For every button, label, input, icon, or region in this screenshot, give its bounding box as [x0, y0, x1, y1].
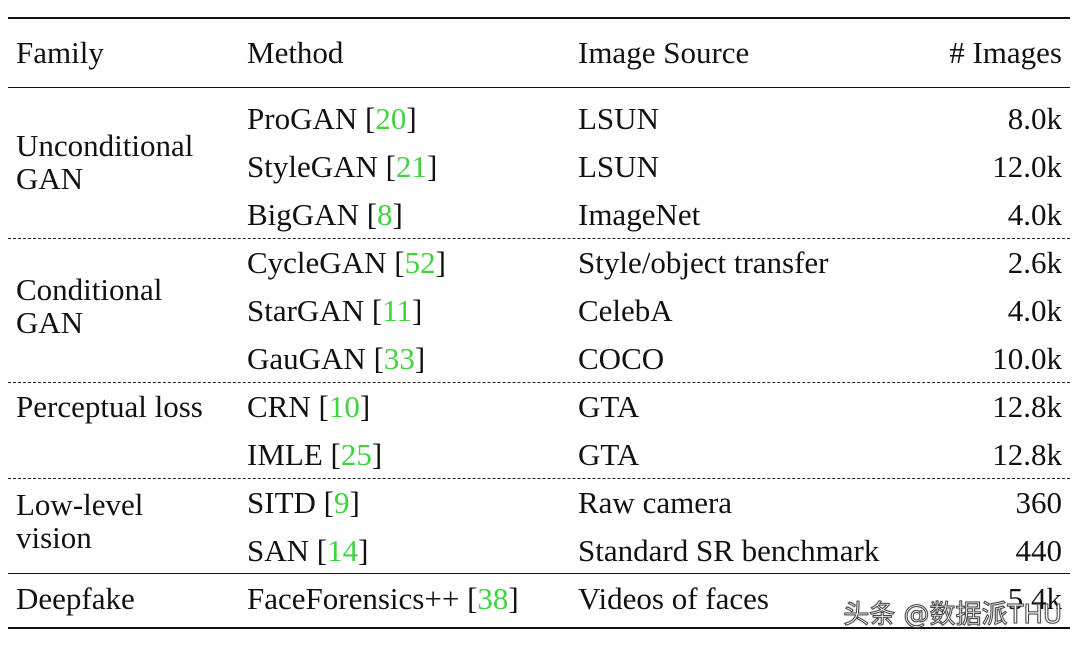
- citation-link[interactable]: 8: [377, 197, 393, 232]
- method-cell: SAN [14]: [247, 533, 369, 568]
- method-name: CycleGAN: [247, 245, 387, 280]
- image-count-cell: 5.4k: [1007, 581, 1062, 616]
- image-count-cell: 2.6k: [1007, 245, 1062, 280]
- source-cell: GTA: [578, 389, 640, 424]
- header-method: Method: [247, 35, 344, 70]
- citation-link[interactable]: 10: [328, 389, 360, 424]
- image-count-cell: 10.0k: [992, 341, 1062, 376]
- citation-link[interactable]: 11: [382, 293, 413, 328]
- citation-link[interactable]: 9: [333, 485, 350, 520]
- image-count-cell: 4.0k: [1007, 197, 1062, 232]
- method-cell: BigGAN [8]: [247, 197, 403, 232]
- method-cell: StyleGAN [21]: [247, 149, 438, 184]
- group-divider-solid: [8, 573, 1070, 574]
- source-cell: Standard SR benchmark: [578, 533, 880, 568]
- citation-link[interactable]: 20: [375, 101, 407, 136]
- family-conditional-gan: Conditional GAN: [16, 272, 163, 340]
- image-count-cell: 8.0k: [1007, 101, 1062, 136]
- table-bottom-rule: [8, 627, 1070, 629]
- citation-link[interactable]: 25: [340, 437, 372, 472]
- method-cell: CRN [10]: [247, 389, 371, 424]
- family-low-level-vision: Low-level vision: [16, 487, 144, 555]
- image-count-cell: 12.8k: [992, 389, 1062, 424]
- method-name: SAN: [247, 533, 310, 568]
- citation-link[interactable]: 33: [383, 341, 415, 376]
- citation-link[interactable]: 14: [327, 533, 359, 568]
- method-name: BigGAN: [247, 197, 359, 232]
- family-deepfake: Deepfake: [16, 581, 135, 616]
- source-cell: COCO: [578, 341, 665, 376]
- method-cell: SITD [9]: [247, 485, 360, 520]
- source-cell: Raw camera: [578, 485, 733, 520]
- watermark: 头条 @数据派THU: [843, 600, 1063, 631]
- method-name: CRN: [247, 389, 311, 424]
- method-cell: StarGAN [11]: [247, 293, 423, 328]
- group-divider: [8, 478, 1070, 479]
- table-top-rule: [8, 17, 1070, 19]
- family-unconditional-gan: Unconditional GAN: [16, 128, 194, 196]
- source-cell: CelebA: [578, 293, 673, 328]
- source-cell: Videos of faces: [578, 581, 769, 616]
- method-cell: FaceForensics++ [38]: [247, 581, 519, 616]
- group-divider: [8, 238, 1070, 239]
- source-cell: GTA: [578, 437, 640, 472]
- method-name: StarGAN: [247, 293, 365, 328]
- method-cell: CycleGAN [52]: [247, 245, 446, 280]
- header-image-count: # Images: [949, 35, 1062, 70]
- method-name: GauGAN: [247, 341, 366, 376]
- family-perceptual-loss: Perceptual loss: [16, 389, 203, 424]
- method-name: SITD: [247, 485, 316, 520]
- method-cell: GauGAN [33]: [247, 341, 426, 376]
- source-cell: LSUN: [578, 101, 659, 136]
- image-count-cell: 440: [1015, 533, 1063, 568]
- method-name: FaceForensics++: [247, 581, 460, 616]
- source-cell: ImageNet: [578, 197, 701, 232]
- header-rule: [8, 87, 1070, 88]
- image-count-cell: 360: [1015, 485, 1063, 520]
- image-count-cell: 12.8k: [992, 437, 1062, 472]
- image-count-cell: 4.0k: [1007, 293, 1062, 328]
- citation-link[interactable]: 52: [404, 245, 436, 280]
- method-name: StyleGAN: [247, 149, 378, 184]
- group-divider: [8, 382, 1070, 383]
- method-cell: IMLE [25]: [247, 437, 383, 472]
- header-family: Family: [16, 35, 104, 70]
- method-name: IMLE: [247, 437, 323, 472]
- method-name: ProGAN: [247, 101, 358, 136]
- citation-link[interactable]: 38: [477, 581, 509, 616]
- image-count-cell: 12.0k: [992, 149, 1062, 184]
- header-image-source: Image Source: [578, 35, 750, 70]
- citation-link[interactable]: 21: [395, 149, 427, 184]
- method-cell: ProGAN [20]: [247, 101, 417, 136]
- source-cell: Style/object transfer: [578, 245, 829, 280]
- source-cell: LSUN: [578, 149, 659, 184]
